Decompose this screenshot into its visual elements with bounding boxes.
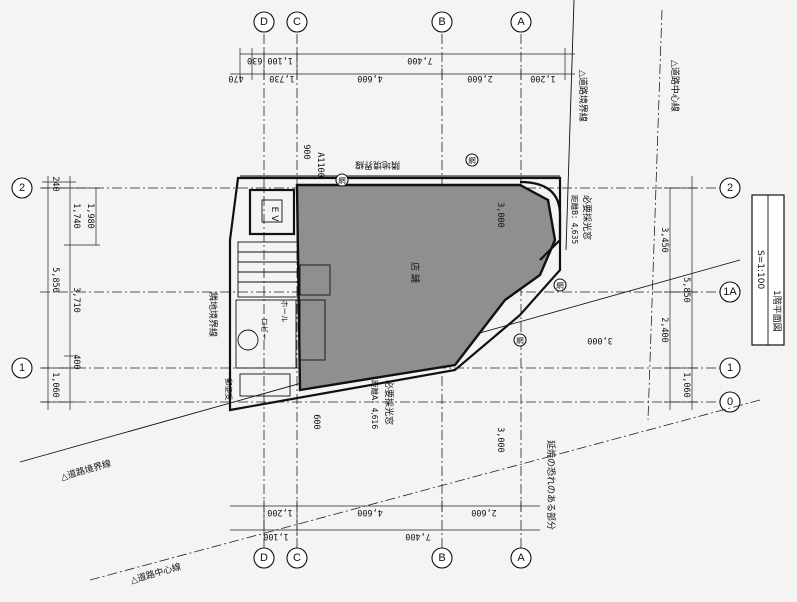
right-dimensions: 3,450 5,850 2,400 1,060 — [659, 176, 698, 410]
svg-text:1,060: 1,060 — [50, 372, 60, 398]
svg-text:B: B — [438, 552, 445, 564]
svg-text:1A: 1A — [723, 286, 737, 298]
svg-text:B: B — [438, 16, 445, 28]
svg-text:郵便受: 郵便受 — [224, 378, 234, 401]
grid-bubble-bottom-B: B — [431, 547, 453, 569]
window-req-a-label: 必要採光窓 — [383, 380, 395, 425]
svg-text:D: D — [260, 552, 268, 564]
svg-text:2: 2 — [19, 182, 25, 194]
road-boundary-left-label: △道路境界線 — [59, 457, 112, 483]
svg-text:3,000: 3,000 — [495, 202, 505, 228]
distance-a-label: 距離A：4,616 — [370, 380, 380, 429]
bottom-dimensions: 1,200 4,600 2,600 1,100 7,400 — [230, 500, 540, 541]
svg-text:A: A — [517, 16, 525, 28]
window-req-b-label: 必要採光窓 — [581, 195, 593, 240]
setback-label: 延焼の恐れのある部分 — [545, 440, 557, 530]
grid-bubble-right-1A: 1A — [719, 281, 741, 303]
svg-text:1: 1 — [727, 362, 733, 374]
svg-text:600: 600 — [311, 414, 321, 429]
grid-bubble-bottom-D: D — [253, 547, 275, 569]
shop-area — [295, 183, 557, 392]
svg-text:ロビー: ロビー — [260, 318, 269, 341]
svg-text:C: C — [293, 552, 301, 564]
road-center-right-label: △道路中心線 — [669, 60, 681, 112]
svg-text:2,600: 2,600 — [467, 73, 493, 83]
svg-text:網: 網 — [556, 280, 564, 290]
svg-text:網: 網 — [338, 175, 346, 185]
svg-text:3,450: 3,450 — [659, 227, 669, 253]
scale-label: S=1:100 — [755, 250, 765, 289]
row-grid-lines — [40, 187, 720, 403]
neighbor-boundary-left-label: 隣地境界線 — [207, 292, 219, 337]
neighbor-boundary-top-label: 隣地境界線 — [355, 159, 400, 171]
svg-text:4,600: 4,600 — [357, 73, 383, 83]
grid-bubble-top-A: A — [510, 11, 532, 33]
svg-text:7,400: 7,400 — [407, 55, 433, 65]
svg-text:240: 240 — [50, 176, 60, 191]
grid-bubble-bottom-A: A — [510, 547, 532, 569]
svg-text:E V: E V — [269, 207, 279, 223]
svg-text:1,730: 1,730 — [269, 73, 295, 83]
top-dimensions: 1,100 630 7,400 470 1,730 4,600 2,600 1,… — [228, 48, 575, 83]
grid-bubble-top-D: D — [253, 11, 275, 33]
title-block: S=1:100 1階平面図 — [751, 194, 785, 346]
grid-bubble-bottom-C: C — [286, 547, 308, 569]
svg-text:2: 2 — [727, 182, 733, 194]
svg-text:1,060: 1,060 — [681, 372, 691, 398]
svg-text:5,850: 5,850 — [50, 267, 60, 293]
svg-text:1,100: 1,100 — [263, 531, 289, 541]
svg-text:1: 1 — [19, 362, 25, 374]
svg-text:D: D — [260, 16, 268, 28]
marker-circles: 網 網 網 網 — [335, 153, 567, 347]
svg-text:ホール: ホール — [280, 300, 289, 323]
road-center-bottom-label: △道路中心線 — [129, 560, 182, 586]
svg-text:1,200: 1,200 — [530, 73, 556, 83]
left-dimensions: 240 1,740 1,980 5,850 3,710 400 1,060 — [42, 176, 100, 410]
svg-text:1,740: 1,740 — [71, 203, 81, 229]
svg-text:2,600: 2,600 — [471, 507, 497, 517]
svg-text:A: A — [517, 552, 525, 564]
stair-core: ホール ロビー 郵便受 — [224, 241, 331, 401]
shop-label: 店 舗 — [409, 262, 421, 283]
svg-text:A1100: A1100 — [315, 152, 325, 178]
ticks: 900 600 A1100 3,000 3,000 3,000 — [301, 144, 613, 452]
svg-text:400: 400 — [71, 354, 81, 369]
svg-text:0: 0 — [727, 396, 733, 408]
svg-text:3,000: 3,000 — [495, 427, 505, 453]
grid-bubble-right-2: 2 — [719, 177, 741, 199]
grid-bubble-left-1: 1 — [11, 357, 33, 379]
svg-text:1,100 630: 1,100 630 — [247, 55, 293, 65]
svg-text:7,400: 7,400 — [405, 531, 431, 541]
svg-text:3,710: 3,710 — [71, 287, 81, 313]
svg-text:1,200: 1,200 — [267, 507, 293, 517]
grid-bubble-right-1: 1 — [719, 357, 741, 379]
distance-b-label: 距離B：4,635 — [570, 195, 580, 244]
svg-text:3,000: 3,000 — [587, 335, 613, 345]
svg-text:5,850: 5,850 — [681, 277, 691, 303]
svg-text:4,600: 4,600 — [357, 507, 383, 517]
svg-text:1,980: 1,980 — [85, 203, 95, 229]
grid-bubble-top-B: B — [431, 11, 453, 33]
svg-text:C: C — [293, 16, 301, 28]
grid-bubble-top-C: C — [286, 11, 308, 33]
svg-text:900: 900 — [301, 144, 311, 159]
curved-corner — [519, 180, 562, 261]
svg-text:2,400: 2,400 — [659, 317, 669, 343]
svg-text:網: 網 — [516, 335, 524, 345]
svg-text:470: 470 — [228, 73, 243, 83]
plan-title-label: 1階平面図 — [771, 290, 782, 332]
grid-bubble-left-2: 2 — [11, 177, 33, 199]
svg-text:網: 網 — [468, 155, 476, 165]
elevator: E V — [248, 188, 296, 236]
grid-bubble-right-0: 0 — [719, 391, 741, 413]
road-boundary-right-label: △道路境界線 — [577, 70, 589, 122]
building-outline — [228, 176, 562, 412]
